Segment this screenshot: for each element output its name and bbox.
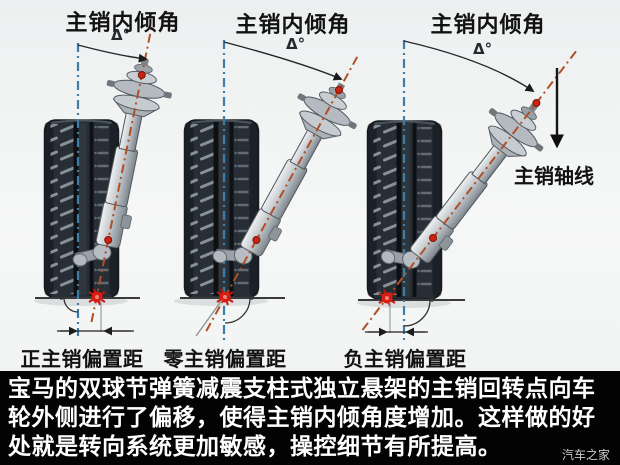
diagram-title: 主销内倾角 bbox=[430, 13, 546, 38]
pivot-point bbox=[429, 234, 437, 242]
caption-text: 宝马的双球节弹簧减震支柱式独立悬架的主销回转点向车轮外侧进行了偏移，使得主销内倾… bbox=[8, 376, 596, 460]
diagram-title: 主销内倾角 bbox=[65, 11, 181, 36]
diagram-stage: 主销内倾角 主销内倾角 主销内倾角 Δ° Δ° Δ° 正主销偏置距 零主销偏置距… bbox=[0, 0, 620, 372]
angle-symbol: Δ° bbox=[286, 35, 306, 53]
right-angle-arc bbox=[403, 299, 431, 327]
leader-line bbox=[195, 299, 223, 337]
offset-label: 零主销偏置距 bbox=[163, 347, 287, 371]
diagram-zero-offset bbox=[174, 40, 372, 344]
angle-arc bbox=[77, 44, 148, 63]
offset-label: 正主销偏置距 bbox=[20, 347, 144, 371]
right-angle-arc bbox=[224, 297, 251, 324]
kingpin-axis-line bbox=[361, 49, 578, 331]
watermark: 汽车之家 bbox=[561, 448, 610, 462]
kingpin-axis-line bbox=[205, 55, 359, 332]
arc-dot bbox=[250, 296, 254, 300]
tire-illustration bbox=[183, 119, 260, 299]
diagram-title: 主销内倾角 bbox=[235, 13, 351, 38]
angle-arc bbox=[403, 40, 535, 93]
pivot-point bbox=[532, 99, 541, 107]
kingpin-axis-label: 主销轴线 bbox=[514, 164, 594, 188]
right-angle-arc bbox=[63, 297, 79, 313]
caption-bar: 宝马的双球节弹簧减震支柱式独立悬架的主销回转点向车轮外侧进行了偏移，使得主销内倾… bbox=[0, 371, 620, 465]
angle-symbol: Δ° bbox=[111, 26, 131, 44]
diagram-positive-offset bbox=[34, 24, 179, 336]
pivot-point bbox=[104, 236, 113, 244]
offset-label: 负主销偏置距 bbox=[343, 347, 467, 371]
arc-dot bbox=[430, 298, 434, 302]
diagram-negative-offset bbox=[357, 40, 578, 344]
pivot-point bbox=[335, 86, 343, 94]
arc-dot bbox=[59, 296, 64, 300]
angle-symbol: Δ° bbox=[473, 40, 493, 58]
pivot-point bbox=[137, 71, 146, 79]
pivot-point bbox=[252, 236, 261, 244]
diagram-canvas bbox=[34, 24, 578, 344]
angle-arc bbox=[223, 41, 343, 81]
